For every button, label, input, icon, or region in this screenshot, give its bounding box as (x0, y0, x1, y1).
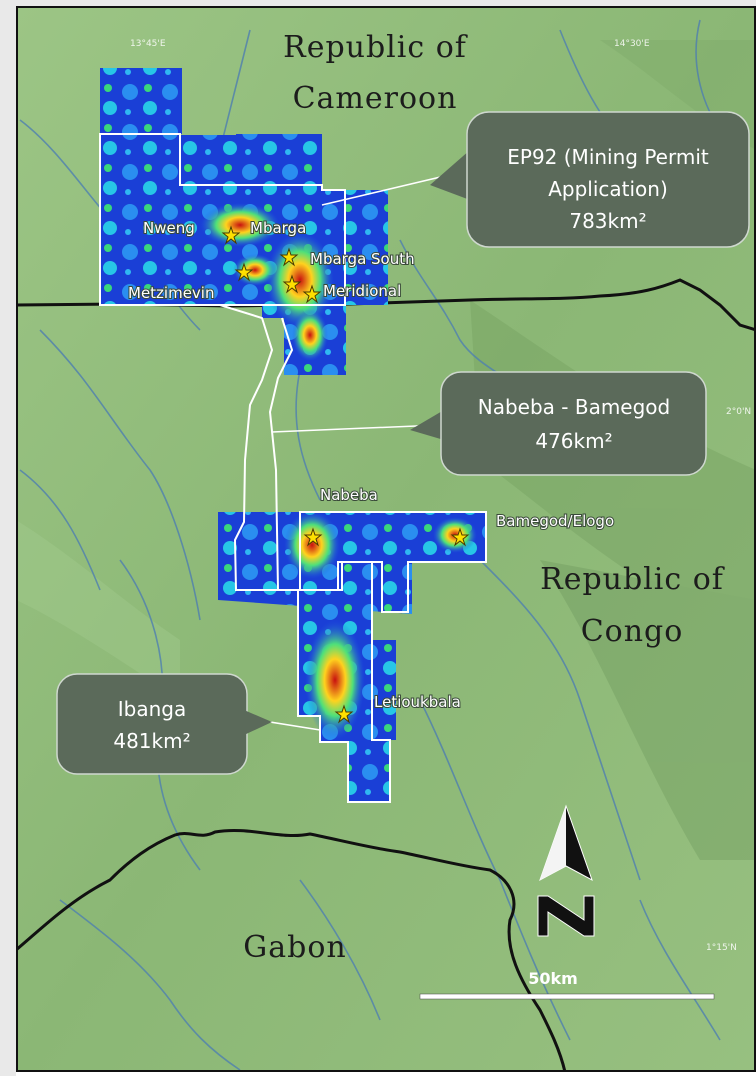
callout-nabeba-bamegod: Nabeba - Bamegod 476km² (410, 371, 707, 476)
star-icon-bamegod (450, 527, 470, 547)
star-icon-letioukbala (334, 704, 354, 724)
cameroon-congo-border (16, 278, 756, 332)
site-label-nweng: Nweng (143, 219, 195, 237)
callout-ep92: EP92 (Mining Permit Application) 783km² (430, 111, 750, 248)
callout-ibanga-area: 481km² (113, 729, 190, 753)
ep92-outline (99, 133, 346, 306)
star-icon-mbarga-south (282, 274, 302, 294)
callout-nabeba-line1: Nabeba - Bamegod (478, 395, 671, 419)
site-labels: Nweng Mbarga Mbarga South Metzimevin Mer… (127, 218, 615, 712)
coord-label-bottom-right: 1°15'N (706, 943, 737, 953)
country-label-congo-line1: Republic of (540, 562, 725, 597)
star-icon-nabeba (303, 527, 323, 547)
star-icon-metzimevin (234, 262, 254, 282)
country-label-congo-line2: Congo (581, 614, 684, 649)
coord-label-top-right: 14°30'E (614, 39, 650, 49)
callout-ibanga-line1: Ibanga (118, 697, 186, 721)
deposit-stars (221, 225, 470, 724)
country-label-cameroon-line2: Cameroon (293, 81, 458, 116)
callout-nabeba-area: 476km² (535, 429, 612, 453)
site-label-nabeba: Nabeba (320, 486, 378, 504)
star-icon-nweng (221, 225, 241, 245)
site-label-meridional: Meridional (323, 282, 401, 300)
star-icon-meridional (302, 284, 322, 304)
callout-ep92-line2: Application) (548, 177, 668, 201)
international-borders (16, 278, 756, 1072)
congo-gabon-border (16, 828, 567, 1072)
site-label-metzimevin: Metzimevin (128, 284, 214, 302)
coord-label-top-left: 13°45'E (130, 39, 166, 49)
site-label-mbarga-south: Mbarga South (310, 250, 415, 268)
callout-ep92-line1: EP92 (Mining Permit (507, 145, 709, 169)
star-icon-mbarga (279, 247, 299, 267)
corridor-outline (219, 304, 487, 613)
north-arrow-icon: N (537, 804, 595, 937)
ibanga-outline (297, 561, 391, 803)
scale-bar-label: 50km (528, 969, 578, 988)
site-label-bamegod-elogo: Bamegod/Elogo (496, 512, 614, 530)
site-label-letioukbala: Letioukbala (374, 693, 461, 711)
callout-ibanga: Ibanga 481km² (56, 673, 272, 775)
coord-label-right-mid: 2°0'N (726, 407, 751, 417)
site-label-mbarga: Mbarga (250, 219, 306, 237)
country-label-cameroon-line1: Republic of (283, 30, 468, 65)
ibanga-permit-area (297, 561, 396, 803)
country-labels: Republic of Cameroon Republic of Congo G… (243, 30, 725, 965)
map-frame (16, 6, 756, 1072)
coordinate-labels: 13°45'E 14°30'E 2°0'N 1°15'N (130, 39, 751, 953)
callout-ep92-area: 783km² (569, 209, 646, 233)
country-label-gabon: Gabon (243, 930, 346, 965)
scale-bar: 50km (419, 969, 715, 1000)
